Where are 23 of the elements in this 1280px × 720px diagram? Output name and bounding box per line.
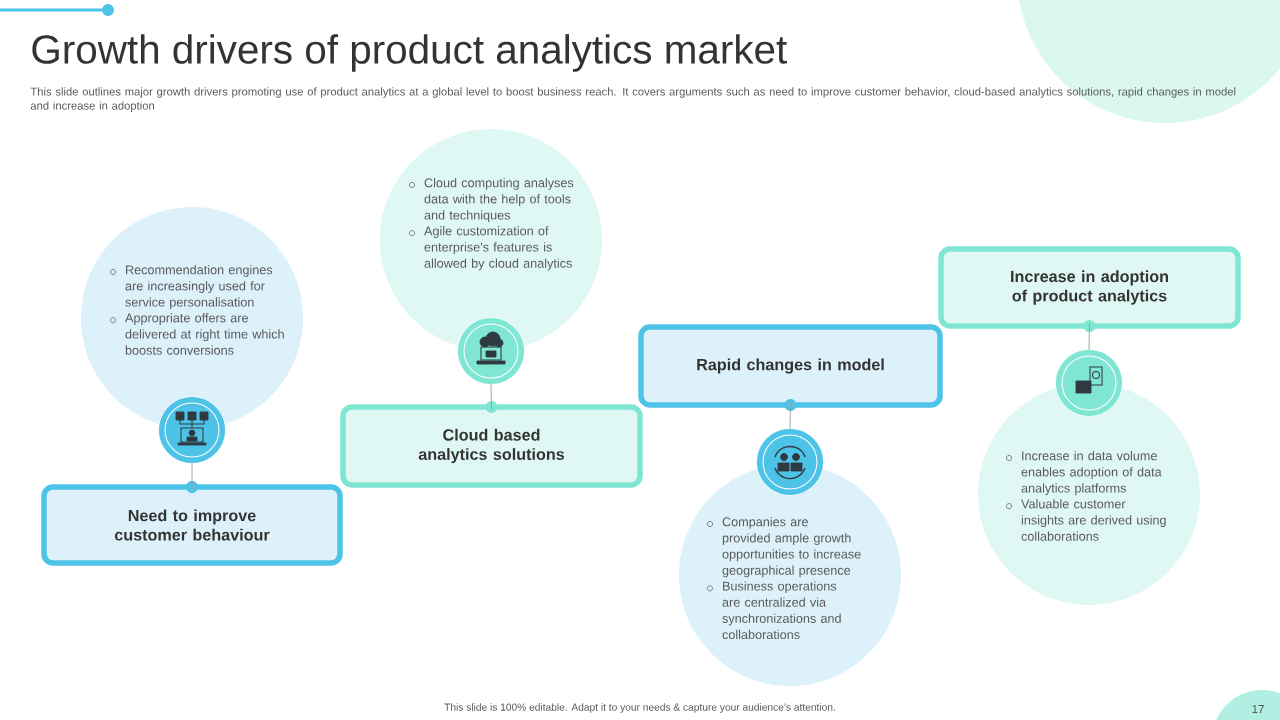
connector-line <box>1088 322 1090 351</box>
bullet-text: Companies are provided ample growth opportunities to increase geographical presence <box>722 517 861 578</box>
footer-note: This slide is 100% editable. Adapt it to your needs & capture your audience’s attention. <box>444 703 835 713</box>
step-box: Rapid changes in model <box>638 324 943 411</box>
step-box: Increase in adoption of product analytics <box>938 246 1241 332</box>
bullet-text: Appropriate offers are delivered at right time which boosts conversions <box>125 313 284 355</box>
bullet-text: Increase in data volume enables adoption of data analytics platforms <box>1021 451 1162 496</box>
step-box: Cloud based analytics solutions <box>340 401 643 488</box>
connector-line <box>490 383 492 411</box>
bullet-text: Recommendation engines are increasingly used for service personalisation <box>125 265 273 310</box>
bullet-text: Valuable customer insights are derived using collaborations <box>1021 499 1166 541</box>
bullet-text: Agile customization of enterprise's features is allowed by cloud analytics <box>424 226 572 271</box>
title: Growth drivers of product analytics market <box>32 34 787 72</box>
bullet-text: Business operations are centralized via synchronizations and collaborations <box>722 581 841 640</box>
connector-line <box>789 401 791 430</box>
bullet-text: Cloud computing analyses data with the help of tools and techniques <box>424 178 574 223</box>
step-box: Need to improve customer behaviour <box>41 481 343 566</box>
text-bubble <box>679 428 901 686</box>
text-bubble <box>380 129 602 385</box>
connector-line <box>191 462 193 491</box>
text-bubble <box>81 207 303 464</box>
subtitle: This slide outlines major growth drivers promoting use of product analytics at a global level to boost business reach. It covers arguments such as need to improve customer behavior, cloud-based analytics solutions, rapid changes in model and increase in adoption <box>30 87 1236 112</box>
text-bubble <box>978 349 1200 605</box>
